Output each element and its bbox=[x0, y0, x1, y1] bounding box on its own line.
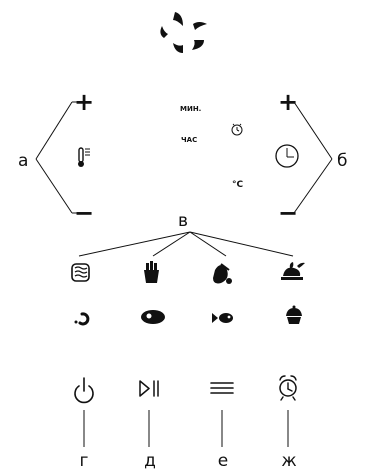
time-minus-button[interactable]: − bbox=[278, 199, 298, 227]
menu-icon[interactable] bbox=[210, 382, 234, 394]
power-icon[interactable] bbox=[74, 377, 94, 404]
display-celsius-label: °C bbox=[232, 180, 244, 190]
right-control-group: + − б bbox=[275, 88, 347, 227]
cupcake-icon[interactable] bbox=[286, 305, 302, 325]
fan-logo-icon bbox=[160, 12, 207, 53]
shrimp-icon[interactable] bbox=[74, 312, 90, 326]
temperature-minus-button[interactable]: − bbox=[74, 199, 94, 227]
thermometer-icon bbox=[78, 147, 90, 167]
callout-e: е bbox=[218, 451, 228, 471]
display-hours-label: ЧАС bbox=[181, 136, 197, 144]
timer-clock-icon bbox=[275, 144, 299, 168]
temperature-plus-button[interactable]: + bbox=[74, 88, 94, 116]
play-pause-icon[interactable] bbox=[139, 380, 159, 397]
microwave-icon[interactable] bbox=[71, 263, 90, 282]
callout-d: д bbox=[144, 451, 156, 471]
fish-icon[interactable] bbox=[212, 313, 233, 323]
callout-b: б bbox=[337, 151, 347, 171]
steak-icon[interactable] bbox=[141, 310, 165, 324]
callout-a: а bbox=[18, 151, 28, 171]
time-plus-button[interactable]: + bbox=[278, 88, 298, 116]
bottom-callout-stems bbox=[83, 410, 289, 447]
callout-v: в bbox=[178, 211, 188, 231]
alarm-clock-icon[interactable] bbox=[279, 375, 297, 401]
chicken-leg-icon[interactable] bbox=[213, 263, 232, 284]
callout-v-lines bbox=[78, 231, 294, 257]
left-control-group: + − а bbox=[18, 88, 94, 227]
fries-icon[interactable] bbox=[144, 261, 159, 283]
display-alarm-icon bbox=[231, 123, 243, 136]
roast-chicken-icon[interactable] bbox=[281, 262, 305, 280]
callout-zh: ж bbox=[281, 451, 296, 471]
callout-g: г bbox=[80, 451, 89, 471]
display-minutes-label: МИН. bbox=[180, 105, 201, 113]
